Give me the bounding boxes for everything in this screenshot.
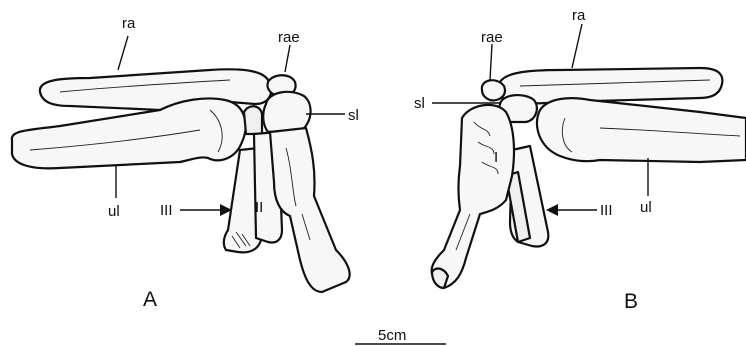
label-ul-b: ul bbox=[640, 199, 652, 216]
label-rae-a: rae bbox=[278, 29, 300, 46]
metacarpal-i-b bbox=[432, 105, 514, 288]
view-a-drawing bbox=[12, 69, 350, 292]
label-ul-a: ul bbox=[108, 203, 120, 220]
label-iii-b: III bbox=[600, 202, 613, 219]
label-i-b: I bbox=[494, 149, 498, 166]
semilunate-a bbox=[263, 92, 310, 132]
scale-bar-label: 5cm bbox=[378, 327, 406, 344]
label-rae-b: rae bbox=[481, 29, 503, 46]
scale-bar: 5cm bbox=[355, 327, 446, 344]
label-ii-a: II bbox=[255, 199, 263, 216]
view-b-drawing bbox=[432, 68, 746, 288]
label-ra-a: ra bbox=[122, 15, 136, 32]
metacarpal-i-a bbox=[270, 128, 350, 292]
label-ra-b: ra bbox=[572, 7, 586, 24]
label-view-a: A bbox=[143, 288, 157, 311]
radiale-b bbox=[482, 80, 505, 100]
label-iii-a: III bbox=[160, 202, 173, 219]
label-sl-b: sl bbox=[414, 95, 425, 112]
label-sl-a: sl bbox=[348, 107, 359, 124]
label-view-b: B bbox=[624, 290, 638, 313]
